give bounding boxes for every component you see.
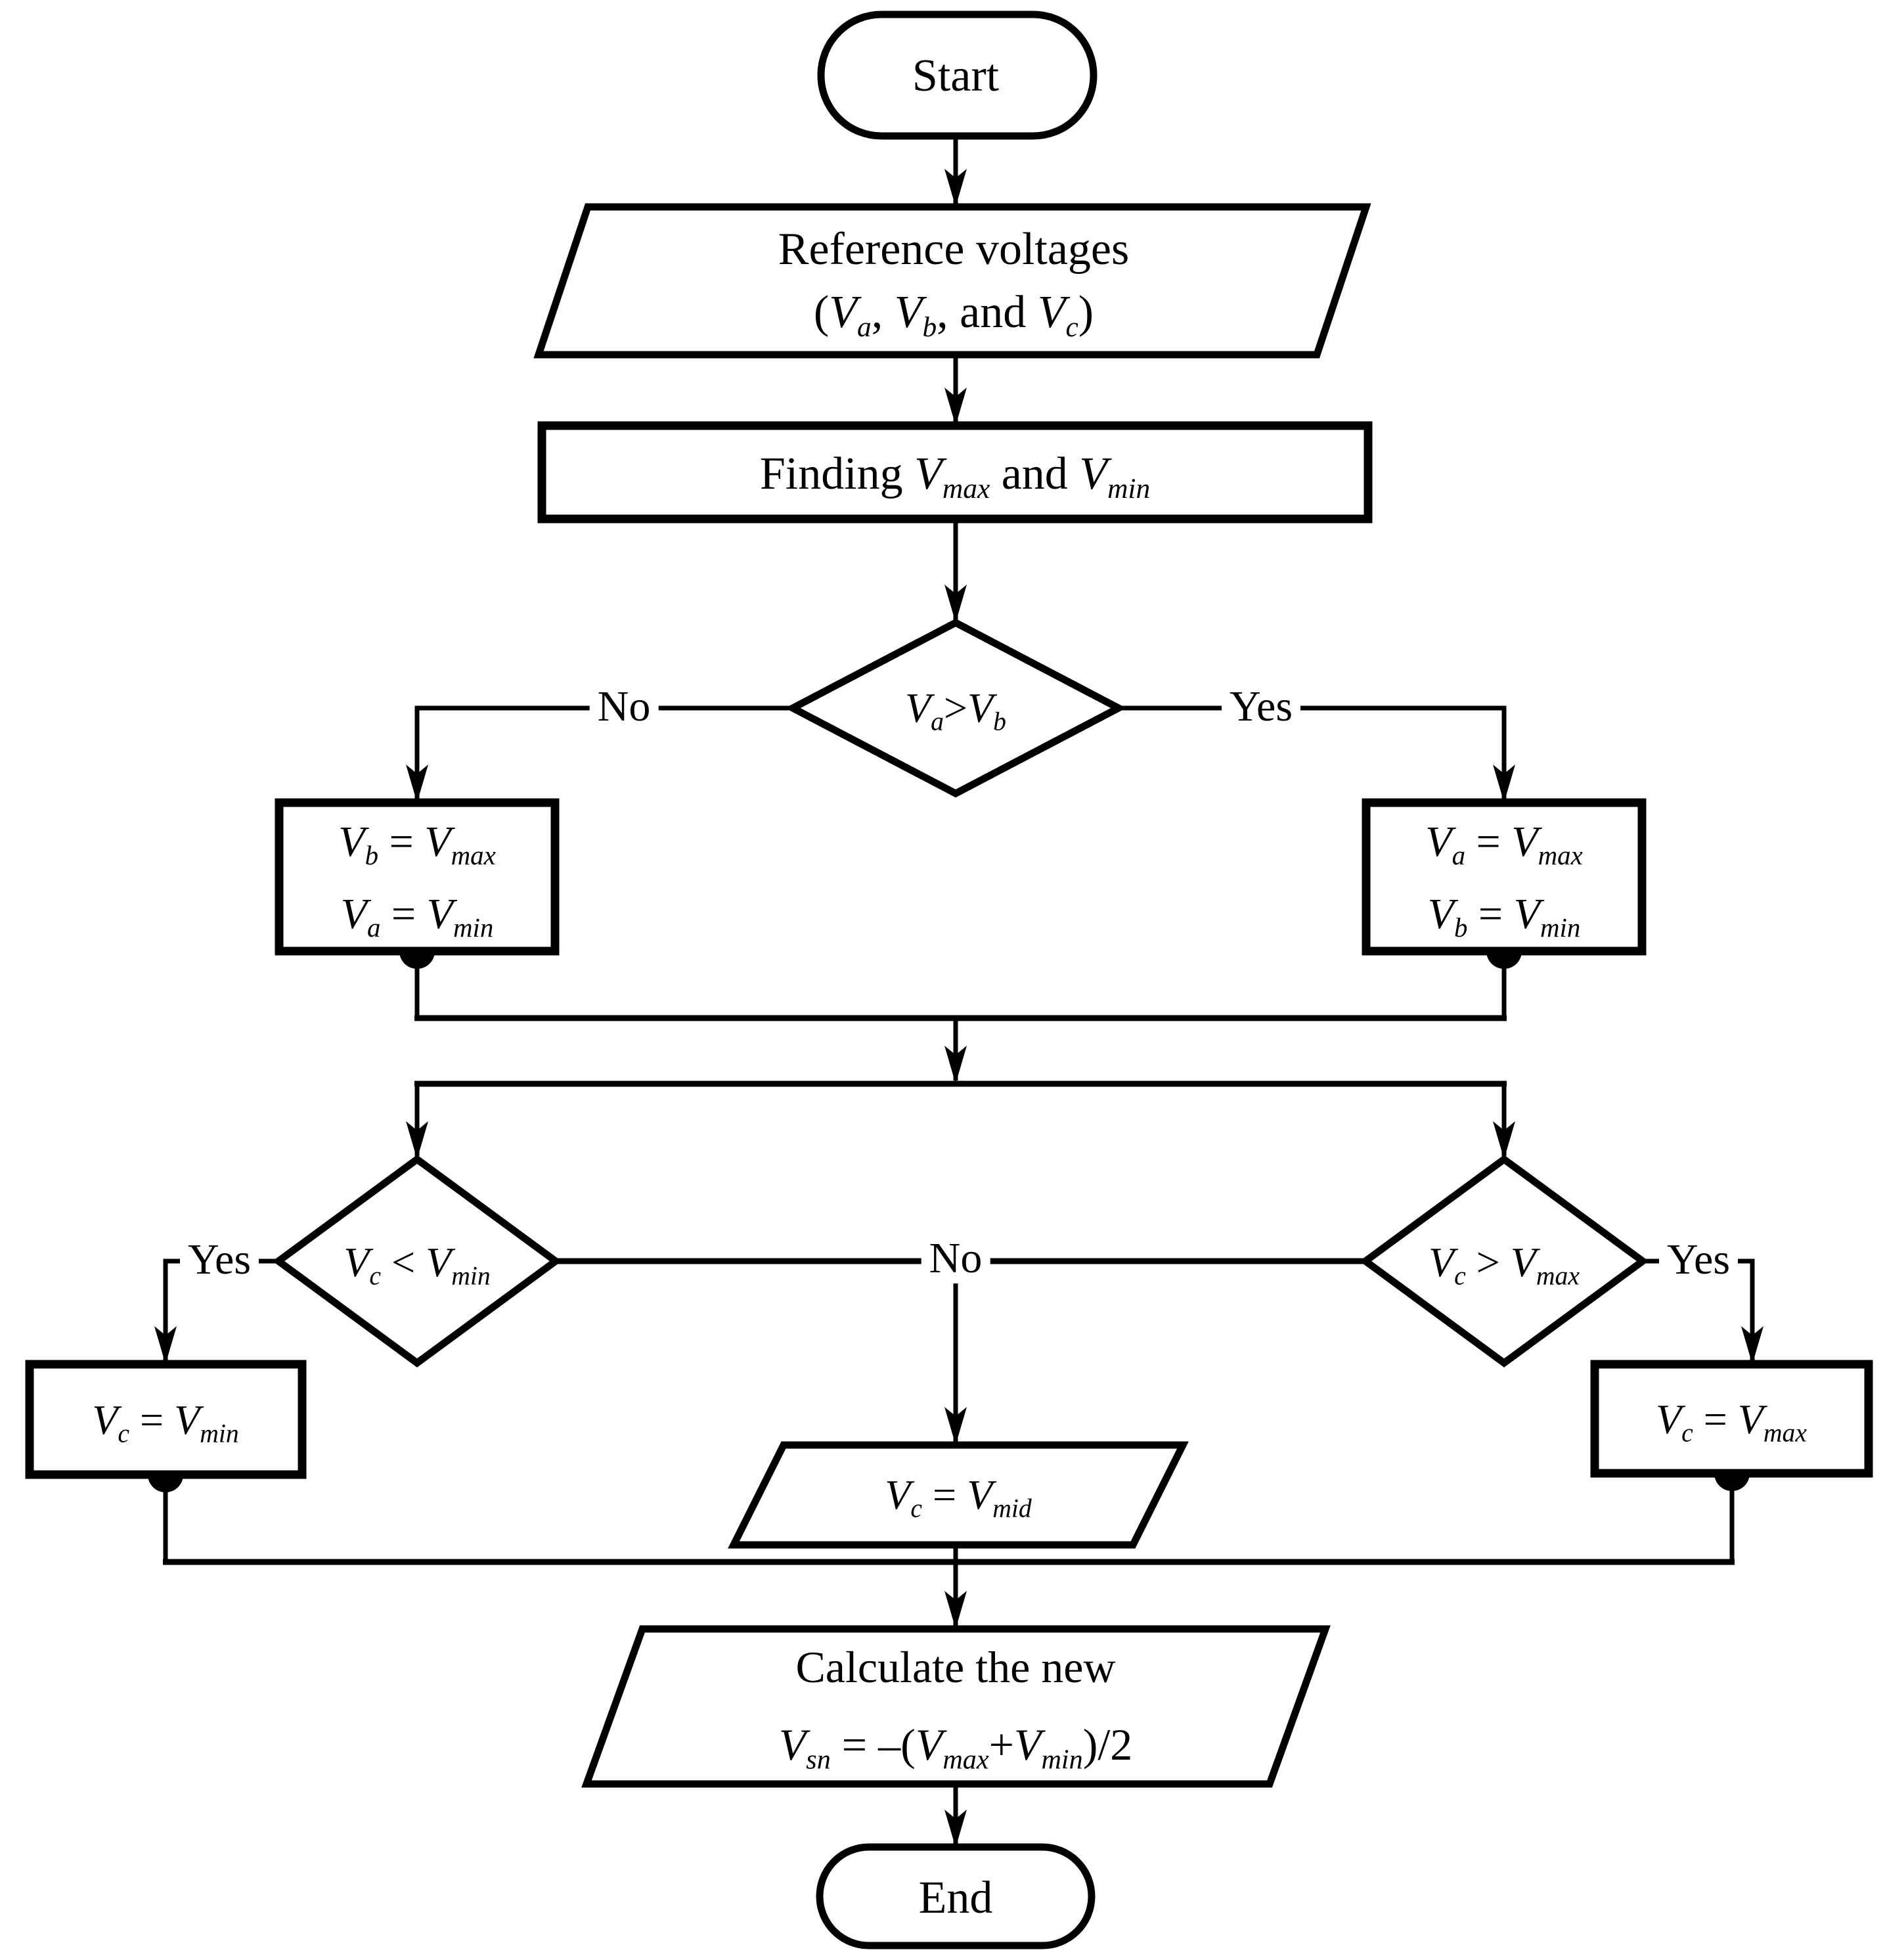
reference-voltages-line1: Reference voltages <box>778 224 1130 275</box>
arrowheads <box>154 169 1763 1848</box>
arrowhead <box>944 1810 967 1848</box>
assign-vc-min-box-shape <box>25 1360 307 1479</box>
assign-vc-max-label: Vc = Vmax <box>1656 1396 1807 1448</box>
assign-vc-mid-parallelogram-shape <box>728 1441 1189 1549</box>
decision-vc-min-label: Vc < Vmin <box>344 1239 491 1291</box>
edge-label-yes: Yes <box>1221 682 1301 732</box>
calculate-vsn-line1: Calculate the new <box>795 1642 1116 1692</box>
reference-voltages-label: Reference voltages (Va, Vb, and Vc) <box>778 218 1129 344</box>
arrowhead <box>944 585 967 623</box>
assign-vb-max-line1: Vb = Vmax <box>338 818 496 871</box>
end-label: End <box>918 1873 993 1923</box>
decision-va-vb-label: Va>Vb <box>905 684 1006 736</box>
arrowhead <box>944 169 967 207</box>
assign-vb-max-box-shape <box>275 798 560 956</box>
assign-va-max-label: Va = Vmax Vb = Vmin <box>1425 806 1583 950</box>
assign-vc-max-box-shape <box>1590 1360 1873 1478</box>
assign-vb-max-line2: Va = Vmin <box>340 890 494 943</box>
node-shapes <box>25 11 1873 1949</box>
calculate-vsn-label: Calculate the new Vsn = –(Vmax+Vmin)/2 <box>779 1628 1133 1783</box>
decision-vc-max-label: Vc > Vmax <box>1429 1239 1580 1291</box>
edge-label-no: No <box>589 682 659 732</box>
edge-label-no-middle: No <box>921 1234 990 1283</box>
calculate-parallelogram-shape <box>581 1625 1331 1788</box>
arrowhead <box>944 1407 967 1445</box>
reference-voltages-parallelogram-shape <box>533 203 1371 359</box>
decision-va-vb-diamond-shape <box>785 618 1126 798</box>
decision-vc-max-diamond-shape <box>1359 1155 1649 1368</box>
arrowhead <box>1493 765 1515 803</box>
assign-va-max-box-shape <box>1362 798 1647 956</box>
start-label: Start <box>912 51 1000 101</box>
arrowhead <box>406 765 428 803</box>
arrowhead <box>1741 1326 1763 1364</box>
arrowhead <box>944 1046 967 1084</box>
calculate-vsn-line2: Vsn = –(Vmax+Vmin)/2 <box>778 1720 1133 1775</box>
finding-process-shape <box>537 421 1373 523</box>
arrowhead <box>944 388 967 426</box>
assign-va-max-line1: Va = Vmax <box>1425 818 1583 871</box>
assign-va-max-line2: Vb = Vmin <box>1427 890 1581 943</box>
edge-label-yes-right: Yes <box>1658 1235 1739 1285</box>
arrowhead <box>944 1591 967 1629</box>
end-terminator-shape <box>816 1843 1096 1949</box>
start-terminator-shape <box>817 11 1098 140</box>
reference-voltages-line2: (Va, Vb, and Vc) <box>813 287 1094 343</box>
assign-vb-max-label: Vb = Vmax Va = Vmin <box>338 806 496 950</box>
edge-label-yes-left: Yes <box>179 1235 259 1285</box>
connector-lines <box>163 136 1755 1844</box>
arrowhead <box>1493 1121 1515 1159</box>
arrowhead <box>154 1326 177 1364</box>
assign-vc-mid-label: Vc = Vmid <box>885 1471 1032 1523</box>
edge-decision-no-branch <box>414 705 793 801</box>
assign-vc-min-label: Vc = Vmin <box>92 1396 239 1448</box>
decision-vc-min-diamond-shape <box>272 1155 562 1368</box>
edge-decision-yes-branch <box>1119 705 1507 801</box>
finding-vmax-vmin-label: Finding Vmax and Vmin <box>759 449 1151 504</box>
arrowhead <box>406 1121 428 1159</box>
